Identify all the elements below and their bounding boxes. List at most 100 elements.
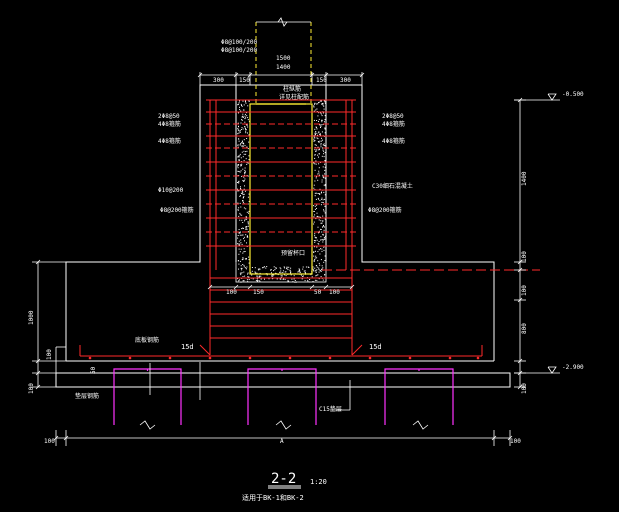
hatch-dot	[316, 216, 318, 218]
label-pile: C15垫层	[319, 405, 342, 413]
dim-tick-bottom	[507, 435, 513, 441]
hatch-dot	[319, 188, 321, 190]
hatch-dot	[286, 268, 288, 270]
hatch-dot	[242, 280, 244, 282]
hatch-dot	[244, 172, 246, 174]
hatch-dot	[318, 268, 320, 270]
hatch-dot	[251, 267, 253, 268]
hatch-dot	[321, 119, 323, 121]
hatch-dot	[240, 248, 242, 250]
hatch-dot	[313, 221, 315, 223]
hatch-dot	[240, 143, 242, 145]
hatch-dot	[321, 191, 322, 193]
hatch-dot	[259, 275, 261, 277]
dim-mid-100-left: 100	[226, 289, 237, 296]
hatch-dot	[245, 117, 247, 119]
hatch-dot	[237, 188, 238, 190]
hatch-dot	[237, 170, 239, 172]
hatch-dot	[246, 163, 248, 165]
hatch-dot	[320, 125, 322, 127]
hatch-dot	[323, 156, 325, 158]
hatch-dot	[242, 156, 244, 158]
hatch-dot	[272, 274, 274, 276]
hatch-dot	[314, 128, 316, 130]
hatch-dot	[247, 236, 248, 237]
hatch-dot	[324, 274, 326, 276]
hatch-dot	[313, 251, 314, 253]
pile-outline	[384, 368, 454, 425]
hatch-dot	[313, 260, 315, 262]
hatch-dot	[239, 196, 241, 197]
hatch-dot	[237, 167, 239, 169]
hatch-dot	[248, 134, 250, 136]
hatch-dot	[238, 164, 240, 166]
hatch-dot	[240, 206, 242, 208]
dim-tick-left	[35, 370, 41, 376]
hatch-dot	[244, 171, 246, 173]
hatch-dot	[238, 138, 240, 140]
hatch-dot	[322, 215, 324, 217]
hatch-dot	[237, 122, 239, 124]
hatch-dot	[240, 186, 241, 188]
hatch-dot	[237, 128, 239, 130]
hatch-dot	[302, 275, 304, 277]
hatch-dot	[314, 137, 316, 139]
dim-tick-mid	[247, 284, 253, 290]
hatch-dot	[243, 227, 244, 229]
hatch-dot	[246, 112, 248, 114]
hatch-dot	[321, 155, 323, 157]
hatch-dot	[286, 266, 288, 268]
label-center-slot: 预留杯口	[281, 249, 305, 257]
hatch-dot	[322, 176, 324, 178]
hatch-dot	[238, 130, 240, 132]
hatch-dot	[316, 207, 317, 209]
hatch-dot	[241, 259, 243, 261]
hatch-dot	[318, 118, 320, 120]
hatch-dot	[239, 243, 241, 245]
hatch-dot	[282, 270, 284, 272]
hatch-dot	[313, 110, 315, 112]
hatch-dot	[244, 174, 246, 176]
hatch-dot	[316, 132, 318, 134]
hatch-dot	[316, 239, 318, 241]
dim-tick-right	[517, 259, 523, 265]
hatch-dot	[314, 132, 316, 134]
break-mark-pile-3	[412, 420, 429, 430]
hatch-dot	[324, 166, 326, 168]
dim-bottom-left-100: 100	[44, 438, 55, 445]
hatch-dot	[320, 127, 321, 128]
cushion-layer	[55, 372, 511, 388]
hatch-dot	[320, 276, 322, 278]
hatch-dot	[318, 219, 320, 221]
hatch-dot	[322, 174, 324, 176]
hatch-dot	[266, 274, 268, 276]
hatch-dot	[248, 262, 250, 264]
rebar-dot	[88, 356, 92, 360]
hatch-dot	[243, 271, 245, 273]
hatch-dot	[319, 253, 321, 255]
hatch-dot	[316, 127, 317, 129]
break-mark-pile-1	[139, 420, 156, 430]
hatch-dot	[317, 154, 319, 156]
hatch-dot	[247, 221, 249, 223]
hatch-dot	[315, 177, 317, 179]
dim-mid-50-right: 50	[314, 289, 322, 296]
hatch-dot	[313, 260, 315, 262]
hatch-dot	[247, 203, 249, 205]
hatch-dot	[246, 218, 248, 220]
hatch-dot	[243, 266, 245, 268]
hatch-dot	[316, 108, 318, 110]
hatch-dot	[315, 160, 317, 162]
rebar-dot	[448, 356, 452, 360]
label-top-d: 详见柱配筋	[279, 93, 309, 101]
hatch-dot	[324, 127, 326, 129]
hatch-dot	[243, 195, 245, 197]
hatch-dot	[314, 246, 315, 248]
hatch-dot	[290, 274, 292, 276]
hatch-dot	[238, 156, 240, 158]
rebar-dot	[288, 356, 292, 360]
hatch-dot	[318, 267, 320, 269]
dim-right-100a: 100	[521, 251, 528, 262]
hatch-dot	[313, 255, 315, 257]
hatch-dot	[314, 259, 316, 260]
